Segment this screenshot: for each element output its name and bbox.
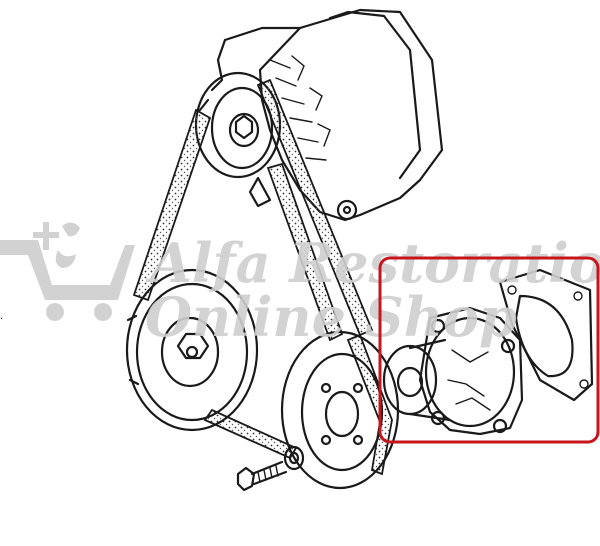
water-pump-highlight xyxy=(378,256,600,444)
crankshaft-pulley xyxy=(125,268,259,432)
shop-cart-logo-icon xyxy=(0,222,135,321)
alternator xyxy=(210,8,444,222)
watermark-line-1: Alfa Restoration xyxy=(145,231,600,295)
edge-mark: · xyxy=(0,314,3,325)
water-pump-gasket xyxy=(498,268,594,402)
washer xyxy=(283,445,305,471)
water-pump xyxy=(382,306,524,436)
drive-belt xyxy=(132,78,393,476)
bolt xyxy=(236,460,288,492)
watermark-line-2: Online Shop xyxy=(145,285,517,349)
